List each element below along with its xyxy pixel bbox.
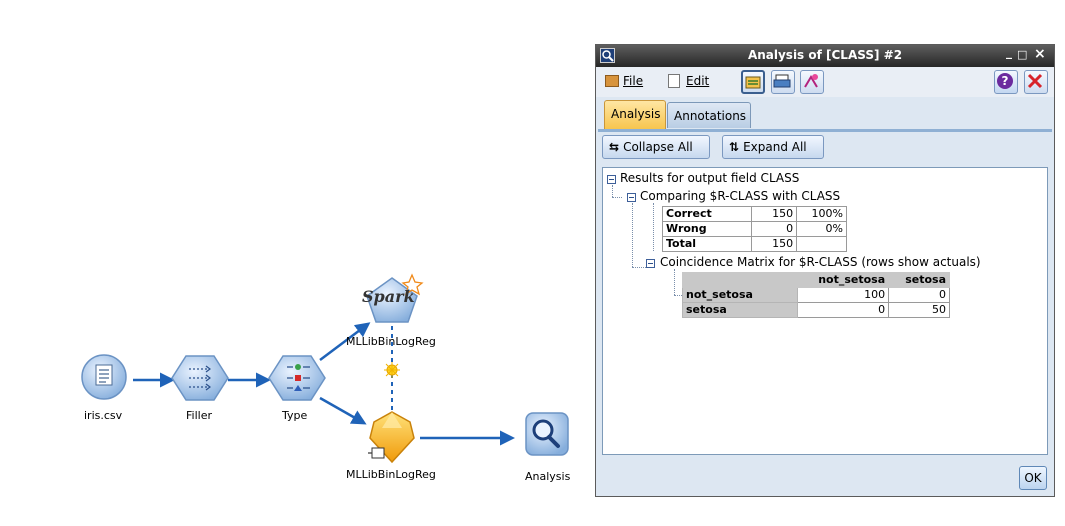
tab-underline — [598, 129, 1052, 132]
tab-analysis[interactable]: Analysis — [604, 100, 666, 129]
coincidence-matrix-table: not_setosa setosa not_setosa 100 0 setos… — [681, 272, 950, 318]
node-label-analysis: Analysis — [525, 470, 571, 483]
menu-edit-label: Edit — [686, 74, 710, 88]
dialog-title: Analysis of [CLASS] #2 — [747, 48, 903, 62]
row-count: 150 — [751, 236, 798, 252]
matrix-col-header: not_setosa — [797, 272, 890, 288]
collapse-all-button[interactable]: ⇆Collapse All — [602, 135, 710, 159]
expand-all-icon: ⇅ — [729, 140, 740, 154]
connector-type-nugget[interactable] — [319, 396, 367, 425]
matrix-cell: 0 — [797, 302, 890, 318]
filler-node-icon[interactable] — [171, 355, 229, 401]
tree-comparing-label: Comparing $R-CLASS with CLASS — [640, 189, 841, 203]
tree-coincidence-label: Coincidence Matrix for $R-CLASS (rows sh… — [660, 255, 981, 269]
tree-root-label: Results for output field CLASS — [620, 171, 800, 185]
matrix-col-header: setosa — [888, 272, 950, 288]
collapse-all-icon: ⇆ — [609, 140, 620, 154]
menu-file-label: File — [623, 74, 644, 88]
tree-guide — [674, 269, 675, 295]
window-search-icon — [600, 48, 615, 63]
ok-button[interactable]: OK — [1019, 466, 1047, 490]
menu-file[interactable]: File — [623, 74, 643, 88]
row-count: 0 — [751, 221, 798, 237]
row-label: Total — [661, 236, 753, 252]
tree-guide — [653, 203, 654, 251]
dialog-titlebar[interactable]: Analysis of [CLASS] #2 _ □ × — [596, 45, 1054, 67]
tree-guide — [612, 197, 622, 198]
minimize-button[interactable]: _ — [1006, 45, 1012, 59]
row-label: Correct — [661, 206, 753, 222]
matrix-cell: 50 — [888, 302, 950, 318]
export-icon — [804, 74, 818, 88]
results-tree[interactable]: Results for output field CLASS Comparing… — [602, 167, 1048, 455]
source-node-icon[interactable] — [81, 354, 127, 400]
expand-all-button[interactable]: ⇅Expand All — [722, 135, 824, 159]
comparison-table: Correct 150 100% Wrong 0 0% Total 150 — [661, 206, 847, 252]
expand-all-label: Expand All — [743, 140, 807, 154]
coincidence-collapse-toggle[interactable] — [646, 259, 655, 268]
root-collapse-toggle[interactable] — [607, 175, 616, 184]
tree-guide — [632, 203, 633, 267]
row-pct — [796, 236, 847, 252]
file-menu-icon — [605, 75, 619, 87]
generate-icon — [745, 76, 761, 89]
close-window-button[interactable]: × — [1034, 46, 1046, 62]
help-icon: ? — [997, 73, 1013, 89]
analysis-dialog: Analysis of [CLASS] #2 _ □ × File Edit ?… — [595, 44, 1055, 497]
connector-type-spark[interactable] — [319, 322, 371, 361]
node-label-model-nugget: MLLibBinLogReg — [346, 468, 436, 481]
table-header-row: not_setosa setosa — [681, 272, 950, 288]
tab-annotations[interactable]: Annotations — [667, 102, 751, 128]
comparing-collapse-toggle[interactable] — [627, 193, 636, 202]
matrix-row-header: not_setosa — [681, 287, 799, 303]
generate-button[interactable] — [741, 70, 765, 94]
row-label: Wrong — [661, 221, 753, 237]
svg-text:?: ? — [1002, 74, 1009, 88]
maximize-button[interactable]: □ — [1017, 48, 1028, 61]
menubar: File Edit ? — [596, 67, 1054, 97]
matrix-cell: 0 — [888, 287, 950, 303]
node-label-iris: iris.csv — [84, 409, 123, 422]
node-label-spark-model: MLLibBinLogReg — [346, 335, 436, 348]
row-count: 150 — [751, 206, 798, 222]
print-button[interactable] — [771, 70, 795, 94]
model-nugget-icon[interactable] — [368, 411, 415, 464]
table-row: setosa 0 50 — [681, 302, 950, 318]
model-link-star-icon — [384, 362, 400, 378]
print-icon — [773, 74, 791, 88]
collapse-all-label: Collapse All — [623, 140, 693, 154]
stream-diagram — [81, 273, 569, 464]
matrix-row-header: setosa — [681, 302, 799, 318]
help-button[interactable]: ? — [994, 70, 1018, 94]
tree-guide — [674, 295, 682, 296]
stream-canvas[interactable]: Spark iris.csv Filler Type MLLibBinLogRe… — [0, 0, 590, 523]
close-icon — [1027, 73, 1043, 89]
close-button[interactable] — [1024, 70, 1048, 94]
menu-edit[interactable]: Edit — [686, 74, 709, 88]
row-pct: 100% — [796, 206, 847, 222]
matrix-corner — [681, 272, 799, 288]
row-pct: 0% — [796, 221, 847, 237]
table-row: Total 150 — [661, 236, 847, 252]
table-row: Correct 150 100% — [661, 206, 847, 222]
node-label-type: Type — [282, 409, 308, 422]
export-button[interactable] — [800, 70, 824, 94]
node-label-filler: Filler — [186, 409, 212, 422]
analysis-node-icon[interactable] — [525, 412, 569, 456]
edit-menu-icon — [668, 74, 680, 88]
spark-model-node-icon[interactable] — [366, 273, 424, 323]
tree-guide — [612, 185, 613, 197]
matrix-cell: 100 — [797, 287, 890, 303]
tree-guide — [632, 267, 646, 268]
spark-logo: Spark — [362, 287, 415, 306]
table-row: not_setosa 100 0 — [681, 287, 950, 303]
type-node-icon[interactable] — [268, 355, 326, 401]
tab-strip: Analysis Annotations — [596, 97, 1054, 131]
table-row: Wrong 0 0% — [661, 221, 847, 237]
